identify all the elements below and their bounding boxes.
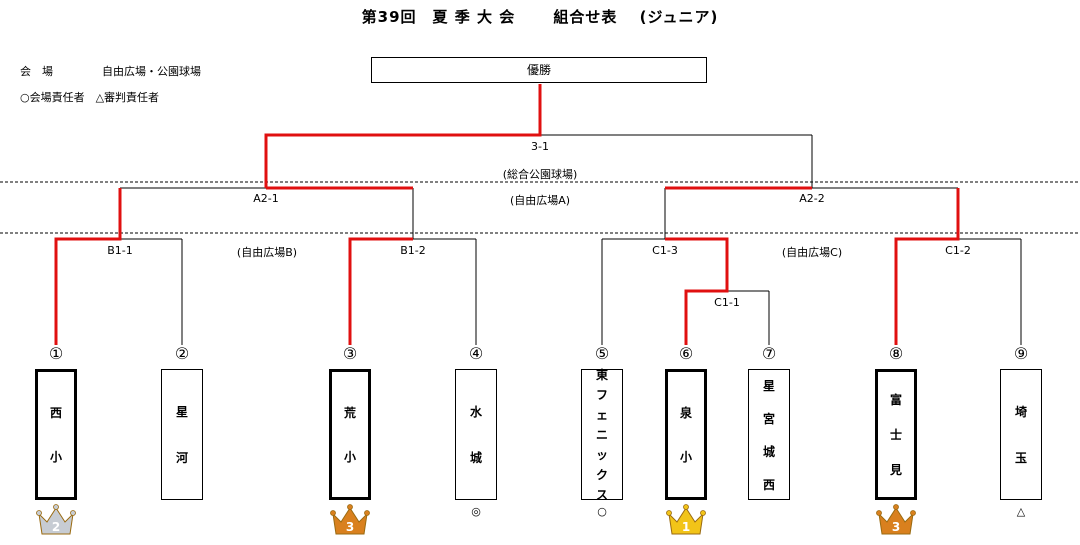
- team-box: 星宮城西: [748, 369, 790, 500]
- match-label-final: 3-1: [531, 140, 549, 153]
- team-name-char: ク: [595, 468, 608, 482]
- team-name-char: 星: [175, 404, 188, 419]
- team-name-char: ニ: [595, 428, 608, 442]
- team-box: 荒小: [329, 369, 371, 500]
- venue-value: 自由広場・公園球場: [102, 65, 201, 78]
- team-box: 泉小: [665, 369, 707, 500]
- crown-icon: 3: [330, 502, 370, 542]
- match-label-c1-2: C1-2: [945, 244, 971, 257]
- team-box: 富士見: [875, 369, 917, 500]
- team-box: 星河: [161, 369, 203, 500]
- team-name-char: 小: [49, 450, 62, 465]
- venue-label-final: (総合公園球場): [502, 168, 578, 181]
- svg-text:2: 2: [52, 520, 60, 534]
- team-box: 東フェニックス: [581, 368, 623, 502]
- venue-label-b: (自由広場B): [236, 246, 298, 259]
- team-name-char: 西: [49, 405, 62, 420]
- team-name-char: ッ: [595, 448, 608, 462]
- team-name-char: 城: [469, 451, 482, 466]
- team-name-char: 荒: [343, 405, 356, 420]
- team-number: ⑥: [678, 344, 694, 363]
- team-number: ④: [468, 344, 484, 363]
- team-number: ③: [342, 344, 358, 363]
- team-name-char: 富: [889, 393, 902, 407]
- team-name-char: 水: [469, 404, 482, 419]
- team-name-char: ス: [595, 488, 608, 502]
- team-name-char: 小: [679, 450, 692, 465]
- team-number: ⑤: [594, 344, 610, 363]
- crown-icon: 2: [36, 502, 76, 542]
- team-name-char: フ: [595, 388, 608, 402]
- match-label-a2-2: A2-2: [799, 192, 825, 205]
- team-number: ⑦: [761, 344, 777, 363]
- team-name-char: 星: [762, 378, 775, 393]
- svg-text:3: 3: [346, 520, 354, 534]
- team-name-char: 泉: [679, 405, 692, 420]
- responsibility-mark: △: [1016, 505, 1026, 518]
- crown-icon: 3: [876, 502, 916, 542]
- team-name-char: ェ: [595, 408, 608, 422]
- responsibility-mark: ○: [597, 505, 607, 518]
- crown-icon: 1: [666, 502, 706, 542]
- match-label-c1-3: C1-3: [652, 244, 678, 257]
- team-box: 水城: [455, 369, 497, 500]
- champion-box: 優勝: [371, 57, 707, 83]
- venue-label-c: (自由広場C): [781, 246, 843, 259]
- team-name-char: 西: [762, 477, 775, 492]
- match-label-b1-2: B1-2: [400, 244, 426, 257]
- team-box: 埼玉: [1000, 369, 1042, 500]
- svg-text:1: 1: [682, 520, 690, 534]
- bracket-black-lines: [120, 134, 1022, 345]
- team-box: 西小: [35, 369, 77, 500]
- team-name-char: 玉: [1014, 451, 1027, 466]
- team-number: ②: [174, 344, 190, 363]
- match-label-c1-1: C1-1: [714, 296, 740, 309]
- match-label-b1-1: B1-1: [107, 244, 133, 257]
- team-name-char: 埼: [1014, 404, 1027, 419]
- responsibility-mark: ◎: [471, 505, 481, 518]
- svg-text:3: 3: [892, 520, 900, 534]
- team-name-char: 見: [889, 463, 902, 477]
- team-number: ⑨: [1013, 344, 1029, 363]
- team-name-char: 河: [175, 451, 188, 466]
- legend-text: ○会場責任者 △審判責任者: [20, 91, 160, 104]
- page-title: 第39回 夏 季 大 会 組合せ表 (ジュニア): [361, 8, 719, 26]
- match-label-a2-1: A2-1: [253, 192, 279, 205]
- team-number: ⑧: [888, 344, 904, 363]
- team-name-char: 小: [343, 450, 356, 465]
- team-number: ①: [48, 344, 64, 363]
- team-name-char: 士: [889, 428, 902, 442]
- team-name-char: 東: [595, 368, 608, 382]
- team-name-char: 城: [762, 444, 775, 459]
- bracket-winning-path: [54, 84, 960, 345]
- team-name-char: 宮: [762, 411, 775, 426]
- venue-label-a: (自由広場A): [509, 194, 571, 207]
- venue-label: 会 場: [20, 65, 53, 78]
